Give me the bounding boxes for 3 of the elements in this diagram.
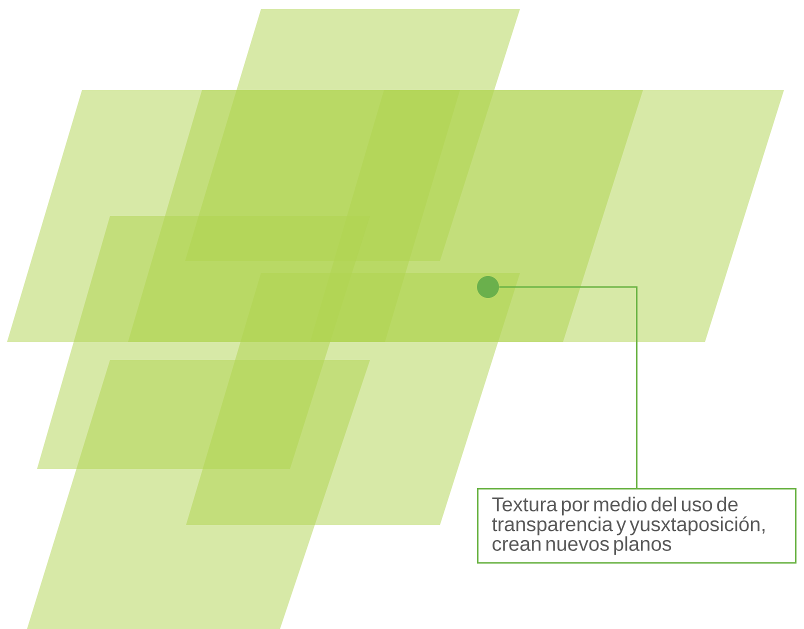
text-box: Textura por medio del uso de transparencia y yusxtaposición, crean nuevos planos <box>477 488 796 564</box>
dot-marker <box>477 276 499 298</box>
leader-line <box>499 286 638 488</box>
